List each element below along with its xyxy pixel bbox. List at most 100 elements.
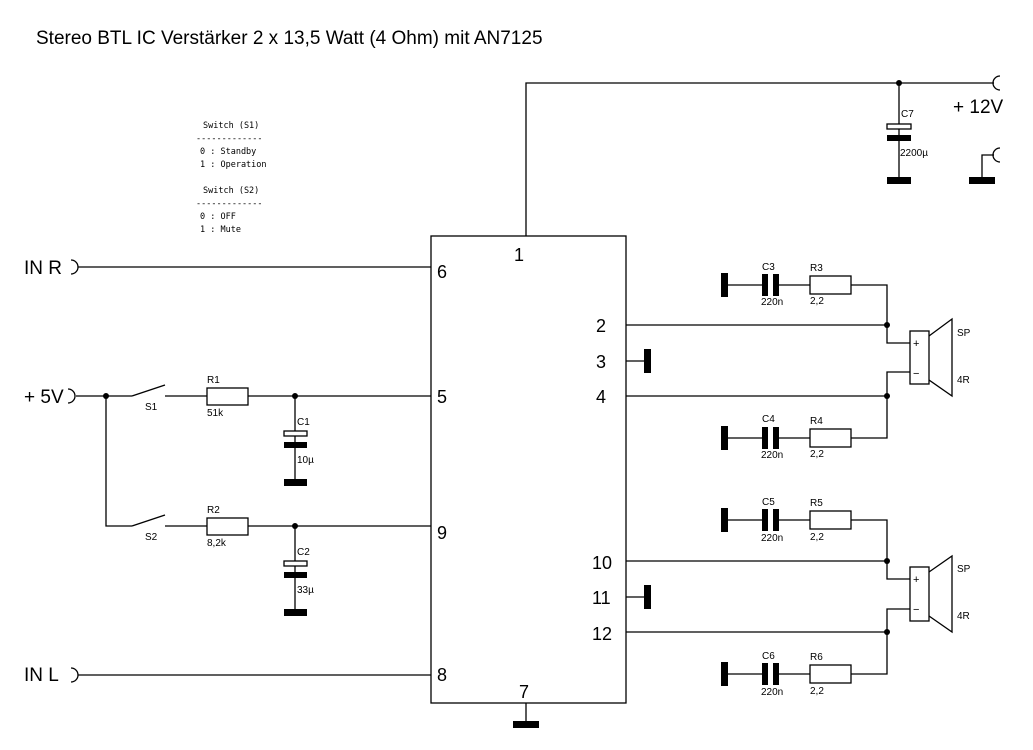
r3-value: 2,2 [810,296,824,307]
speaker-2-value: 4R [957,611,970,622]
c3-value: 220n [761,297,783,308]
ground-c3-icon [721,273,728,297]
r4-value: 2,2 [810,449,824,460]
r2-value: 8,2k [207,538,227,549]
speaker-2-cone [928,554,953,634]
c2-plate-plus [283,560,308,567]
terminal-in-r-icon[interactable] [70,259,79,275]
c1-ref: C1 [297,417,310,428]
label-in-r: IN R [24,258,62,279]
switch-s2-icon[interactable] [131,514,166,527]
pin-1-label: 1 [514,245,524,265]
s1-ref: S1 [145,402,158,413]
c7-value: 2200µ [900,148,928,159]
note-s2-heading: Switch (S2) [203,186,259,196]
speaker-2-minus: − [913,604,919,616]
speaker-1-icon: + − [909,317,953,398]
ground-c7-icon [887,177,911,184]
note-s1-heading: Switch (S1) [203,121,259,131]
terminal-5v-icon[interactable] [67,388,76,404]
pin-2-label: 2 [596,316,606,336]
c5-ref: C5 [762,497,775,508]
c7-ref: C7 [901,109,914,120]
ic-an7125: 1 2 3 4 5 6 7 8 9 10 11 12 [430,235,627,704]
ground-terminal-icon [969,177,995,184]
r1-body [206,387,249,406]
c1-value: 10µ [297,455,314,466]
c6-plate-b [773,663,779,685]
switch-s1-icon[interactable] [131,384,166,397]
wire-5v-branch [105,396,132,527]
c4-plate-b [773,427,779,449]
wire-r5-sp2 [851,519,910,580]
ground-pin3-icon [644,349,651,373]
c3-plate-a [762,274,768,296]
speaker-1-plus: + [913,338,919,350]
note-s1-line-1: 1 : Operation [200,160,267,170]
ground-c4-icon [721,426,728,450]
speaker-2-plus: + [913,574,919,586]
ic-body [430,235,627,704]
speaker-2-ref: SP [957,564,971,575]
ground-c5-icon [721,508,728,532]
pin-5-label: 5 [437,387,447,407]
note-s2-rule: ------------- [196,199,263,209]
ground-pin11-icon [644,585,651,609]
wire-r6-sp2 [851,608,910,675]
r1-ref: R1 [207,375,220,386]
c2-ref: C2 [297,547,310,558]
c5-plate-a [762,509,768,531]
switch-notes: Switch (S1) ------------- 0 : Standby 1 … [196,121,267,235]
pin-8-label: 8 [437,665,447,685]
label-plus-12v: + 12V [953,97,1004,118]
pin-7-label: 7 [519,682,529,702]
ground-pin7-icon [513,721,539,728]
speaker-1-magnet [909,330,930,385]
c4-plate-a [762,427,768,449]
pin-10-label: 10 [592,553,612,573]
r4-body [809,428,852,448]
c1-plate-minus [284,442,307,448]
r6-body [809,664,852,684]
terminal-in-l-icon[interactable] [70,667,79,683]
pin-9-label: 9 [437,523,447,543]
c6-ref: C6 [762,651,775,662]
r2-body [206,517,249,536]
ground-c6-icon [721,662,728,686]
c5-plate-b [773,509,779,531]
c2-plate-minus [284,572,307,578]
note-s1-rule: ------------- [196,134,263,144]
wire-gnd-terminal [981,154,994,180]
pin-3-label: 3 [596,352,606,372]
wire-r4-sp1 [851,371,910,439]
c4-ref: C4 [762,414,775,425]
c3-ref: C3 [762,262,775,273]
speaker-2-magnet [909,566,930,622]
c3-plate-b [773,274,779,296]
r6-ref: R6 [810,652,823,663]
speaker-2-icon: + − [909,554,953,634]
pin-6-label: 6 [437,262,447,282]
speaker-1-cone [928,317,953,398]
c7-plate-plus [886,123,912,130]
terminal-gnd-icon [992,147,1001,163]
r2-ref: R2 [207,505,220,516]
pin-11-label: 11 [592,588,611,608]
note-s2-line-0: 0 : OFF [200,212,236,222]
r5-ref: R5 [810,498,823,509]
c4-value: 220n [761,450,783,461]
c2-value: 33µ [297,585,314,596]
label-in-l: IN L [24,665,59,686]
r5-value: 2,2 [810,532,824,543]
label-plus-5v: + 5V [24,387,64,408]
ground-c1-icon [284,479,307,486]
wire-r3-sp1 [851,284,910,344]
speaker-1-value: 4R [957,375,970,386]
ground-c2-icon [284,609,307,616]
c6-plate-a [762,663,768,685]
c5-value: 220n [761,533,783,544]
r5-body [809,510,852,530]
r6-value: 2,2 [810,686,824,697]
s2-ref: S2 [145,532,158,543]
